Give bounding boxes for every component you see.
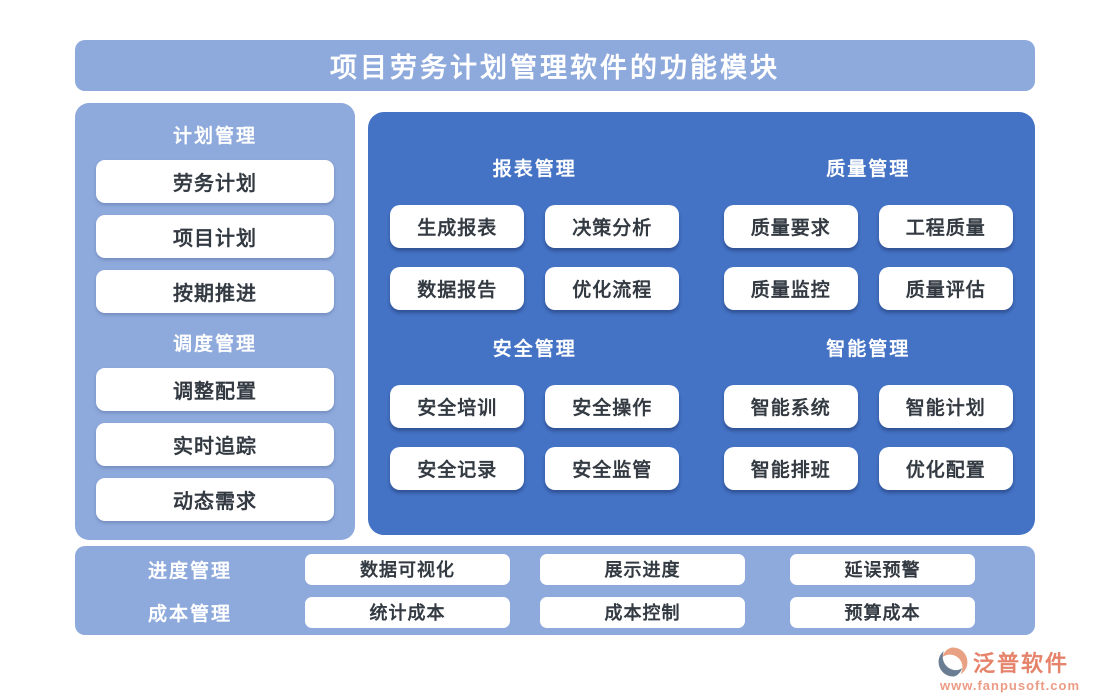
sidebar-item-adjust-config[interactable]: 调整配置	[96, 368, 334, 411]
main-section-smart: 智能管理 智能系统 智能计划 智能排班 优化配置	[702, 310, 1036, 490]
brand-url[interactable]: www.fanpusoft.com	[940, 678, 1081, 693]
main-section-title-report: 报表管理	[492, 159, 577, 180]
button-smart-schedule[interactable]: 智能排班	[723, 447, 858, 490]
main-section-title-safety: 安全管理	[492, 339, 577, 360]
button-safety-training[interactable]: 安全培训	[390, 385, 525, 428]
safety-button-grid: 安全培训 安全操作 安全记录 安全监管	[390, 385, 680, 490]
button-data-report[interactable]: 数据报告	[390, 267, 525, 310]
bottom-row-cost: 成本管理 统计成本 成本控制 预算成本	[75, 596, 1035, 628]
button-data-visualization[interactable]: 数据可视化	[305, 553, 510, 585]
brand-footer: 泛普软件 www.fanpusoft.com	[936, 645, 1092, 693]
button-safety-supervise[interactable]: 安全监管	[545, 447, 680, 490]
report-button-grid: 生成报表 决策分析 数据报告 优化流程	[390, 205, 680, 310]
button-safety-record[interactable]: 安全记录	[390, 447, 525, 490]
button-delay-warning[interactable]: 延误预警	[790, 553, 975, 585]
sidebar-section-title-dispatch: 调度管理	[172, 334, 257, 355]
button-quality-monitor[interactable]: 质量监控	[723, 267, 858, 310]
bottom-row-progress: 进度管理 数据可视化 展示进度 延误预警	[75, 553, 1035, 585]
button-quality-requirement[interactable]: 质量要求	[723, 205, 858, 248]
button-smart-system[interactable]: 智能系统	[723, 385, 858, 428]
bottom-bar: 进度管理 数据可视化 展示进度 延误预警 成本管理 统计成本 成本控制 预算成本	[75, 546, 1035, 635]
page-title: 项目劳务计划管理软件的功能模块	[330, 53, 780, 83]
sidebar-item-project-plan[interactable]: 项目计划	[96, 215, 334, 258]
main-panel: 报表管理 生成报表 决策分析 数据报告 优化流程 质量管理 质量要求 工程质量 …	[368, 112, 1035, 535]
title-bar: 项目劳务计划管理软件的功能模块	[75, 40, 1035, 91]
sidebar-section-title-plan: 计划管理	[172, 126, 257, 147]
main-section-title-smart: 智能管理	[826, 339, 911, 360]
button-cost-budget[interactable]: 预算成本	[790, 596, 975, 628]
button-decision-analysis[interactable]: 决策分析	[545, 205, 680, 248]
button-engineering-quality[interactable]: 工程质量	[878, 205, 1013, 248]
sidebar-item-labor-plan[interactable]: 劳务计划	[96, 160, 334, 203]
button-show-progress[interactable]: 展示进度	[540, 553, 745, 585]
button-cost-control[interactable]: 成本控制	[540, 596, 745, 628]
brand-name: 泛普软件	[973, 651, 1070, 676]
sidebar-item-on-schedule[interactable]: 按期推进	[96, 270, 334, 313]
bottom-label-cost: 成本管理	[147, 603, 232, 625]
button-optimize-process[interactable]: 优化流程	[545, 267, 680, 310]
main-section-safety: 安全管理 安全培训 安全操作 安全记录 安全监管	[368, 310, 702, 490]
main-section-title-quality: 质量管理	[826, 159, 911, 180]
button-quality-evaluate[interactable]: 质量评估	[878, 267, 1013, 310]
sidebar-item-dynamic-demand[interactable]: 动态需求	[96, 478, 334, 521]
smart-button-grid: 智能系统 智能计划 智能排班 优化配置	[723, 385, 1013, 490]
quality-button-grid: 质量要求 工程质量 质量监控 质量评估	[723, 205, 1013, 310]
main-section-report: 报表管理 生成报表 决策分析 数据报告 优化流程	[368, 112, 702, 310]
fanpu-logo-icon	[938, 647, 968, 677]
button-safety-operation[interactable]: 安全操作	[545, 385, 680, 428]
main-section-quality: 质量管理 质量要求 工程质量 质量监控 质量评估	[702, 112, 1036, 310]
button-smart-plan[interactable]: 智能计划	[878, 385, 1013, 428]
sidebar: 计划管理 劳务计划 项目计划 按期推进 调度管理 调整配置 实时追踪 动态需求	[75, 103, 355, 540]
button-optimize-config[interactable]: 优化配置	[878, 447, 1013, 490]
brand-row: 泛普软件	[936, 645, 1092, 679]
button-cost-statistics[interactable]: 统计成本	[305, 596, 510, 628]
bottom-label-progress: 进度管理	[147, 560, 232, 582]
button-generate-report[interactable]: 生成报表	[390, 205, 525, 248]
sidebar-item-realtime-track[interactable]: 实时追踪	[96, 423, 334, 466]
